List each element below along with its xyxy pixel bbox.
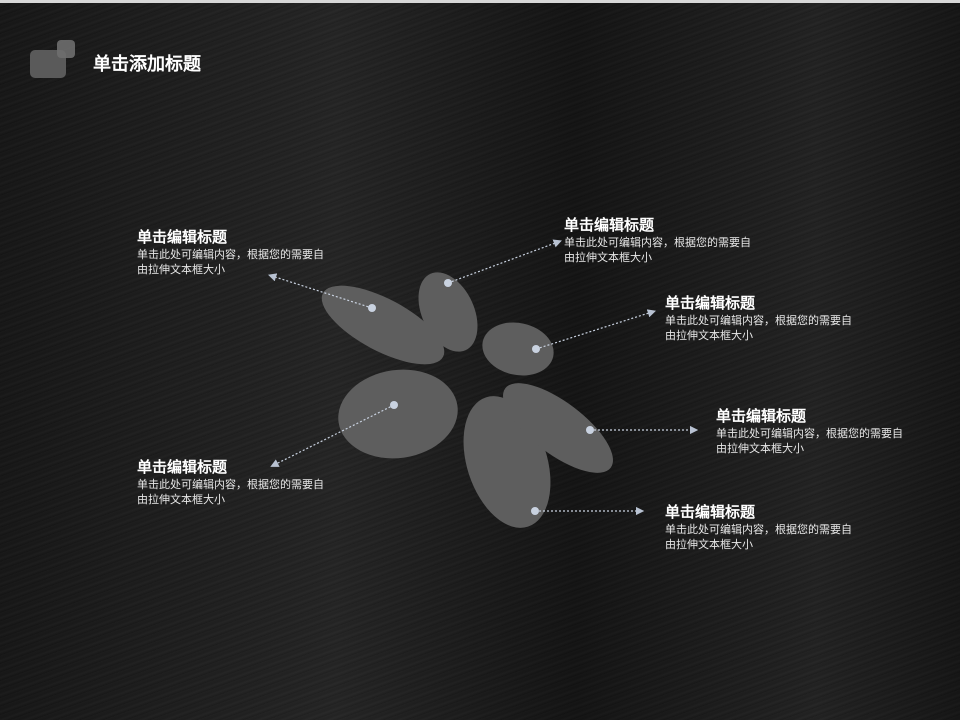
callout-heading: 单击编辑标题 [564, 216, 655, 234]
callout-right[interactable]: 单击编辑标题 单击此处可编辑内容，根据您的需要自由拉伸文本框大小 [716, 406, 906, 456]
callout-heading: 单击编辑标题 [665, 294, 756, 312]
callout-body: 单击此处可编辑内容，根据您的需要自由拉伸文本框大小 [665, 314, 852, 342]
callout-bottom-right[interactable]: 单击编辑标题 单击此处可编辑内容，根据您的需要自由拉伸文本框大小 [665, 502, 855, 552]
callout-heading: 单击编辑标题 [137, 228, 228, 246]
callout-top-right[interactable]: 单击编辑标题 单击此处可编辑内容，根据您的需要自由拉伸文本框大小 [564, 215, 754, 265]
connector-lines [267, 239, 699, 516]
petal-right-top[interactable] [477, 316, 558, 382]
callout-body: 单击此处可编辑内容，根据您的需要自由拉伸文本框大小 [716, 427, 903, 455]
petal-top-left[interactable] [311, 270, 455, 380]
petal-left[interactable] [332, 362, 463, 466]
callout-body: 单击此处可编辑内容，根据您的需要自由拉伸文本框大小 [137, 478, 324, 506]
petal-top[interactable] [407, 263, 490, 361]
callout-heading: 单击编辑标题 [716, 407, 807, 425]
callout-top-left[interactable]: 单击编辑标题 单击此处可编辑内容，根据您的需要自由拉伸文本框大小 [137, 227, 327, 277]
callout-body: 单击此处可编辑内容，根据您的需要自由拉伸文本框大小 [137, 248, 324, 276]
slide-title[interactable]: 单击添加标题 [93, 54, 201, 75]
callout-body: 单击此处可编辑内容，根据您的需要自由拉伸文本框大小 [564, 236, 751, 264]
callout-body: 单击此处可编辑内容，根据您的需要自由拉伸文本框大小 [665, 523, 852, 551]
title-logo-icon [30, 40, 78, 80]
petal-right[interactable] [490, 368, 627, 489]
callout-bottom-left[interactable]: 单击编辑标题 单击此处可编辑内容，根据您的需要自由拉伸文本框大小 [137, 457, 327, 507]
callout-heading: 单击编辑标题 [137, 458, 228, 476]
callout-mid-right[interactable]: 单击编辑标题 单击此处可编辑内容，根据您的需要自由拉伸文本框大小 [665, 293, 855, 343]
callout-heading: 单击编辑标题 [665, 503, 756, 521]
petals [311, 263, 627, 528]
anchor-dots [368, 279, 594, 515]
top-border [0, 0, 960, 3]
